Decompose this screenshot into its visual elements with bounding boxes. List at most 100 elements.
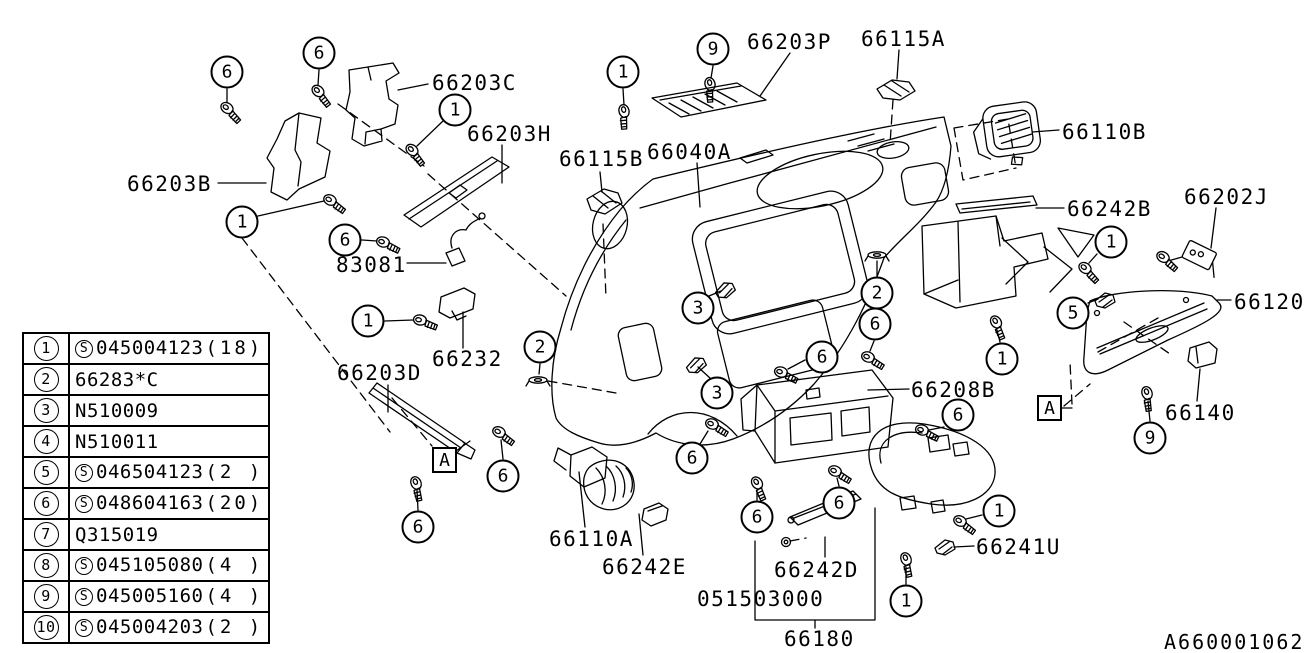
legend-ref-number: 8	[22, 549, 70, 582]
standard-part-icon: S	[75, 339, 93, 358]
part-label-66203H: 66203H	[467, 122, 552, 146]
section-marker-A: A	[432, 447, 457, 473]
part-label-66203C: 66203C	[432, 71, 517, 95]
callout-circle-6: 6	[401, 510, 435, 544]
part-66203H-shape	[404, 157, 509, 227]
part-label-66203B: 66203B	[127, 172, 212, 196]
callout-circle-6: 6	[486, 459, 520, 493]
part-label-66040A: 66040A	[647, 140, 732, 164]
part-66120-shape	[1084, 291, 1221, 374]
legend-part-qty: (20)	[205, 492, 264, 515]
legend-row-3: 3 N510009	[22, 394, 271, 427]
part-83081-shape	[446, 213, 485, 266]
legend-part-qty: (2 )	[205, 616, 264, 639]
callout-circle-6: 6	[858, 307, 892, 341]
callout-circle-3: 3	[700, 376, 734, 410]
legend-ref-number: 7	[22, 518, 70, 551]
part-visor-shape	[869, 423, 995, 513]
callout-circle-6: 6	[302, 36, 336, 70]
part-label-66115B: 66115B	[559, 147, 644, 171]
legend-part-code: 045004123	[96, 337, 204, 360]
legend-part-code: 045004203	[96, 616, 204, 639]
legend-part-qty: (4 )	[205, 585, 264, 608]
legend-part-number: N510011	[67, 425, 271, 458]
legend-ref-number: 2	[22, 363, 70, 396]
part-66203D-shape	[369, 383, 475, 459]
part-label-66242E: 66242E	[602, 555, 687, 579]
callout-circle-1: 1	[985, 342, 1019, 376]
legend-ref-circle: 9	[33, 584, 59, 609]
part-66110A-shape	[554, 447, 634, 510]
legend-part-qty: (2 )	[205, 461, 264, 484]
part-66203B-shape	[267, 113, 330, 200]
legend-ref-circle: 2	[33, 367, 59, 392]
callout-circle-1: 1	[982, 494, 1016, 528]
part-label-66203D: 66203D	[337, 361, 422, 385]
drawing-number: A660001062	[1164, 630, 1305, 653]
part-66208B-shape	[741, 370, 893, 463]
legend-ref-circle: 10	[33, 615, 59, 640]
legend-part-code: N510011	[75, 430, 159, 453]
label-leader-lines	[218, 50, 1231, 557]
callout-circle-1: 1	[889, 584, 923, 618]
legend-part-code: 048604163	[96, 492, 204, 515]
part-66140-shape	[1188, 342, 1217, 368]
legend-ref-circle: 3	[33, 398, 59, 423]
callout-circle-1: 1	[351, 304, 385, 338]
legend-ref-circle: 1	[33, 336, 59, 361]
part-66232-shape	[439, 288, 475, 320]
legend-ref-number: 9	[22, 580, 70, 613]
part-label-66115A: 66115A	[861, 27, 946, 51]
callout-circle-5: 5	[1056, 296, 1090, 330]
legend-ref-circle: 6	[33, 491, 59, 516]
part-label-66242D: 66242D	[774, 558, 859, 582]
part-label-66241U: 66241U	[976, 535, 1061, 559]
callout-circle-9: 9	[1133, 421, 1167, 455]
part-label-66120: 66120	[1234, 290, 1305, 314]
callout-circle-1: 1	[606, 55, 640, 89]
standard-part-icon: S	[75, 463, 93, 482]
legend-ref-number: 4	[22, 425, 70, 458]
part-66110B-shape	[970, 100, 1043, 170]
standard-part-icon: S	[75, 587, 93, 606]
part-66241U-shape	[934, 539, 956, 556]
callout-circle-1: 1	[438, 93, 472, 127]
part-label-83081: 83081	[336, 253, 407, 277]
callout-circle-6: 6	[328, 223, 362, 257]
legend-part-code: 045105080	[96, 554, 204, 577]
part-66202J-shape	[1170, 236, 1224, 281]
part-66242B-shape	[922, 196, 1094, 308]
part-66203P-shape	[652, 83, 766, 117]
legend-part-code: 66283*C	[75, 368, 159, 391]
part-label-66110B: 66110B	[1062, 120, 1147, 144]
legend-ref-number: 3	[22, 394, 70, 427]
callout-circle-9: 9	[696, 32, 730, 66]
legend-part-code: N510009	[75, 399, 159, 422]
legend-ref-number: 10	[22, 611, 70, 644]
part-66242E-shape	[642, 503, 668, 526]
part-label-051503000: 051503000	[697, 587, 825, 611]
part-label-66203P: 66203P	[747, 30, 832, 54]
legend-row-2: 2 66283*C	[22, 363, 271, 396]
callout-circle-6: 6	[822, 486, 856, 520]
standard-part-icon: S	[75, 556, 93, 575]
callout-circle-3: 3	[681, 291, 715, 325]
legend-ref-circle: 8	[33, 553, 59, 578]
legend-part-number: Q315019	[67, 518, 271, 551]
part-label-66180: 66180	[784, 627, 855, 651]
callout-circle-1: 1	[225, 205, 259, 239]
